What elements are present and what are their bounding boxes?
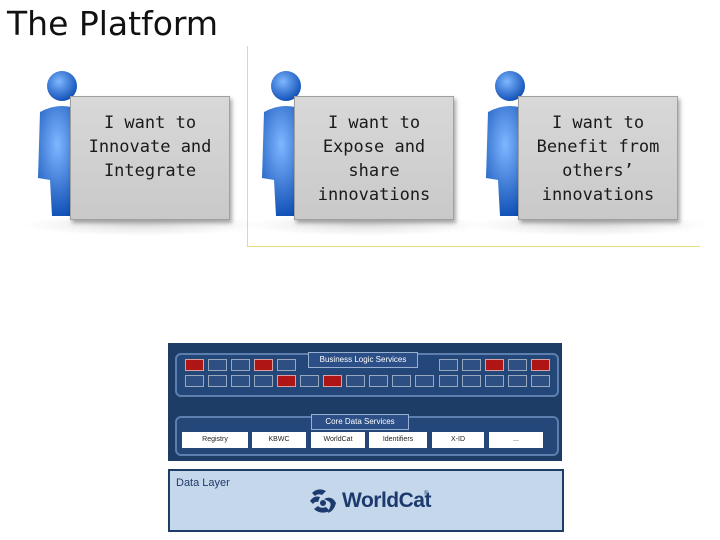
service-cell [277, 359, 296, 371]
service-cell [369, 375, 388, 387]
data-layer: Data Layer WorldCat ® [168, 469, 564, 532]
service-xid: X-ID [432, 432, 484, 448]
service-cell [208, 359, 227, 371]
service-cell [346, 375, 365, 387]
service-cell [277, 375, 296, 387]
service-cell [485, 375, 504, 387]
service-cell [462, 375, 481, 387]
worldcat-logo-text: WorldCat [342, 489, 431, 512]
service-cell [439, 359, 458, 371]
service-cell [531, 359, 550, 371]
service-cell [208, 375, 227, 387]
service-cell [231, 375, 250, 387]
service-cell [485, 359, 504, 371]
business-logic-label: Business Logic Services [308, 352, 418, 368]
highlight-bracket [247, 46, 700, 247]
trademark-mark: ® [424, 491, 429, 497]
service-cell [462, 359, 481, 371]
panel-text: I want to Expose and share innovations [317, 113, 431, 205]
service-cell [254, 359, 273, 371]
service-cell [508, 375, 527, 387]
slide-title: The Platform [7, 4, 219, 43]
service-cell [300, 375, 319, 387]
service-cell [439, 375, 458, 387]
service-cell [392, 375, 411, 387]
service-worldcat: WorldCat [311, 432, 365, 448]
service-identifiers: Identifiers [369, 432, 427, 448]
panel-text: I want to Benefit from others’ innovatio… [536, 113, 660, 205]
data-layer-label: Data Layer [176, 477, 230, 489]
service-cell [231, 359, 250, 371]
panel-expose: I want to Expose and share innovations [294, 96, 454, 220]
service-kbwc: KBWC [252, 432, 306, 448]
panel-benefit: I want to Benefit from others’ innovatio… [518, 96, 678, 220]
service-cell [415, 375, 434, 387]
service-more: ... [489, 432, 543, 448]
panel-text: I want to Innovate and Integrate [88, 113, 212, 181]
service-cell [531, 375, 550, 387]
business-logic-row [175, 353, 559, 397]
service-cell [185, 375, 204, 387]
worldcat-logo-icon [310, 489, 336, 513]
service-cell [323, 375, 342, 387]
core-data-label: Core Data Services [311, 414, 409, 430]
architecture-diagram: Business Logic Services Core Data Servic… [168, 343, 562, 461]
worldcat-logo: WorldCat ® [306, 485, 431, 519]
service-cell [508, 359, 527, 371]
service-registry: Registry [182, 432, 248, 448]
service-cell [185, 359, 204, 371]
service-cell [254, 375, 273, 387]
panel-innovate: I want to Innovate and Integrate [70, 96, 230, 220]
